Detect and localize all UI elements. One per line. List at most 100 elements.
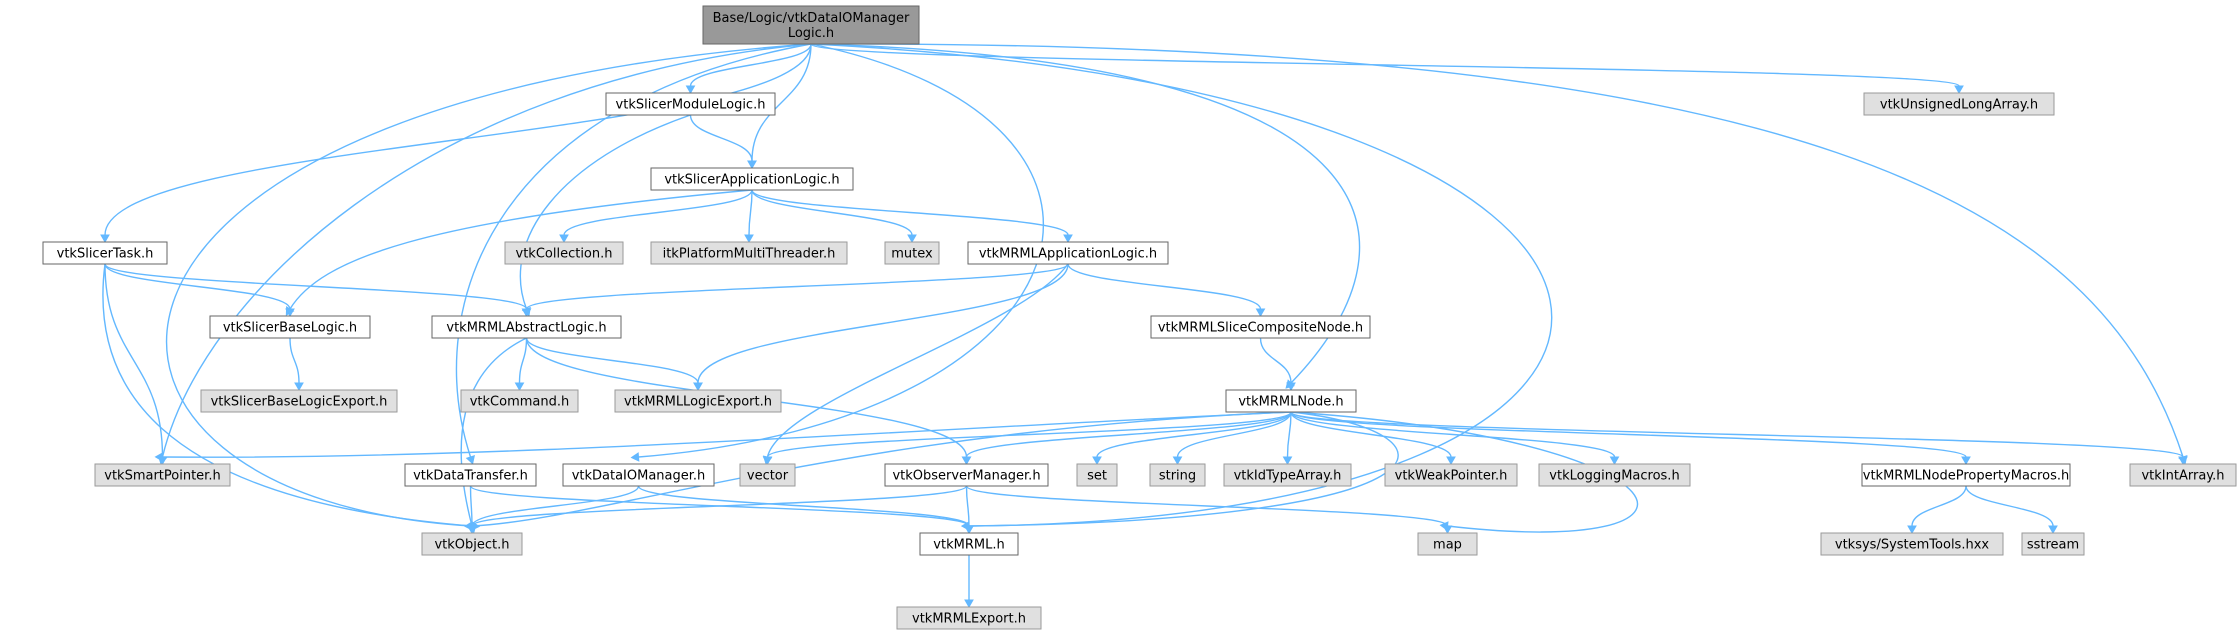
arrowhead-slicerApplicationLogic-to-collection — [559, 234, 569, 244]
node-dataTransfer[interactable]: vtkDataTransfer.h — [404, 463, 537, 487]
arrowhead-observerManager-to-map — [1442, 525, 1453, 535]
node-box — [614, 389, 782, 413]
arrowhead-sliceCompositeNode-to-mrmlNode — [1286, 382, 1296, 392]
node-box — [605, 92, 776, 116]
node-label: vtkCommand.h — [470, 395, 570, 410]
node-intArray: vtkIntArray.h — [2129, 463, 2237, 487]
edge-root-to-slicerModuleLogic — [689, 43, 812, 87]
node-slicerBaseLogicExport: vtkSlicerBaseLogicExport.h — [200, 389, 398, 413]
edge-root-to-intArray — [810, 43, 2184, 458]
edge-mrmlNode-to-observerManager — [965, 411, 1292, 458]
arrowhead-mrmlNode-to-string — [1172, 456, 1183, 466]
edge-slicerTask-to-object — [102, 263, 473, 527]
arrowhead-root-to-slicerModuleLogic — [685, 85, 696, 95]
arrowhead-mrmlNode-to-vector — [762, 456, 773, 466]
node-mrmlNode[interactable]: vtkMRMLNode.h — [1225, 389, 1357, 413]
arrowhead-root-to-slicerTask — [100, 234, 110, 244]
edge-root-to-slicerTask — [104, 43, 812, 236]
edge-mrmlNode-to-idTypeArray — [1286, 411, 1292, 458]
edge-observerManager-to-object — [471, 485, 968, 527]
node-label: map — [1433, 538, 1462, 553]
edge-mrmlNode-to-intArray — [1290, 411, 2184, 458]
node-box — [1223, 463, 1352, 487]
edge-slicerTask-to-slicerBaseLogic — [104, 263, 291, 310]
edges — [100, 43, 2188, 609]
node-label: set — [1087, 469, 1107, 484]
node-box — [2129, 463, 2237, 487]
node-slicerBaseLogic[interactable]: vtkSlicerBaseLogic.h — [209, 315, 371, 339]
node-box — [650, 241, 848, 265]
arrowhead-mrmlNode-to-nodePropertyMacros — [1961, 456, 1971, 466]
edge-mrmlNode-to-weakPointer — [1290, 411, 1452, 458]
node-slicerApplicationLogic[interactable]: vtkSlicerApplicationLogic.h — [650, 167, 854, 191]
edge-mrmlAbstractLogic-to-mrmlLogicExport — [525, 337, 699, 384]
edge-slicerModuleLogic-to-slicerApplicationLogic — [689, 114, 753, 162]
arrowhead-slicerApplicationLogic-to-mrmlApplicationLogic — [1063, 234, 1073, 244]
node-mutex: mutex — [884, 241, 940, 265]
node-box — [739, 463, 796, 487]
arrowhead-slicerModuleLogic-to-slicerApplicationLogic — [747, 160, 757, 170]
node-box — [200, 389, 398, 413]
node-mrmlAbstractLogic[interactable]: vtkMRMLAbstractLogic.h — [431, 315, 622, 339]
node-slicerTask[interactable]: vtkSlicerTask.h — [42, 241, 168, 265]
node-box — [967, 241, 1169, 265]
edge-sliceCompositeNode-to-mrmlNode — [1259, 337, 1292, 384]
arrowhead-mrmlNode-to-observerManager — [961, 456, 972, 466]
node-label: vtkMRMLNodePropertyMacros.h — [1863, 469, 2069, 484]
node-box — [562, 463, 715, 487]
edge-mrmlNode-to-smartPointer — [162, 411, 1292, 458]
node-box — [42, 241, 168, 265]
arrowhead-mrmlAbstractLogic-to-mrmlLogicExport — [693, 382, 703, 392]
node-slicerModuleLogic[interactable]: vtkSlicerModuleLogic.h — [605, 92, 776, 116]
arrowhead-nodePropertyMacros-to-sstream — [2048, 525, 2058, 535]
edge-root-to-mrml — [810, 43, 1553, 527]
node-label: vtkMRMLAbstractLogic.h — [446, 321, 606, 336]
edge-root-to-smartPointer — [161, 43, 812, 458]
node-box — [404, 463, 537, 487]
node-label: vtkLoggingMacros.h — [1549, 469, 1679, 484]
node-label: vtkUnsignedLongArray.h — [1880, 98, 2038, 113]
node-dataIOManager[interactable]: vtkDataIOManager.h — [562, 463, 715, 487]
node-box — [1076, 463, 1118, 487]
edge-slicerModuleLogic-to-mrmlAbstractLogic — [519, 114, 691, 310]
node-mrml[interactable]: vtkMRML.h — [919, 532, 1019, 556]
node-label: vtkSlicerBaseLogic.h — [223, 321, 357, 336]
node-set: set — [1076, 463, 1118, 487]
node-box — [1417, 532, 1478, 556]
node-box — [1861, 463, 2071, 487]
node-sliceCompositeNode[interactable]: vtkMRMLSliceCompositeNode.h — [1150, 315, 1371, 339]
node-mrmlApplicationLogic[interactable]: vtkMRMLApplicationLogic.h — [967, 241, 1169, 265]
node-mrmlLogicExport: vtkMRMLLogicExport.h — [614, 389, 782, 413]
node-collection: vtkCollection.h — [504, 241, 624, 265]
node-sstream: sstream — [2021, 532, 2085, 556]
edge-dataIOManager-to-object — [471, 485, 640, 527]
arrowhead-mrmlNode-to-intArray — [2178, 456, 2188, 466]
node-label: vtkIntArray.h — [2141, 469, 2224, 484]
edge-mrmlApplicationLogic-to-sliceCompositeNode — [1067, 263, 1262, 310]
node-box — [884, 241, 940, 265]
node-box — [702, 5, 920, 45]
node-label: vtkWeakPointer.h — [1395, 469, 1508, 484]
arrowhead-slicerApplicationLogic-to-itkThreader — [744, 234, 754, 244]
node-label: Logic.h — [788, 26, 834, 41]
node-nodePropertyMacros[interactable]: vtkMRMLNodePropertyMacros.h — [1861, 463, 2071, 487]
edge-observerManager-to-mrml — [965, 485, 970, 527]
node-box — [1150, 315, 1371, 339]
node-box — [421, 532, 523, 556]
edge-nodePropertyMacros-to-systemTools — [1911, 485, 1967, 527]
node-box — [1820, 532, 2004, 556]
edge-slicerTask-to-mrmlAbstractLogic — [104, 263, 528, 310]
arrowhead-mrmlApplicationLogic-to-sliceCompositeNode — [1255, 308, 1266, 318]
edge-mrmlAbstractLogic-to-command — [518, 337, 528, 384]
node-label: vtkDataTransfer.h — [413, 469, 528, 484]
node-observerManager[interactable]: vtkObserverManager.h — [884, 463, 1049, 487]
edge-mrmlApplicationLogic-to-mrmlLogicExport — [697, 263, 1069, 384]
node-label: vtkDataIOManager.h — [572, 469, 706, 484]
node-label: vtkObserverManager.h — [892, 469, 1040, 484]
edge-slicerApplicationLogic-to-collection — [563, 189, 753, 236]
node-label: vtkObject.h — [434, 538, 509, 553]
arrowhead-slicerApplicationLogic-to-mutex — [907, 234, 917, 244]
